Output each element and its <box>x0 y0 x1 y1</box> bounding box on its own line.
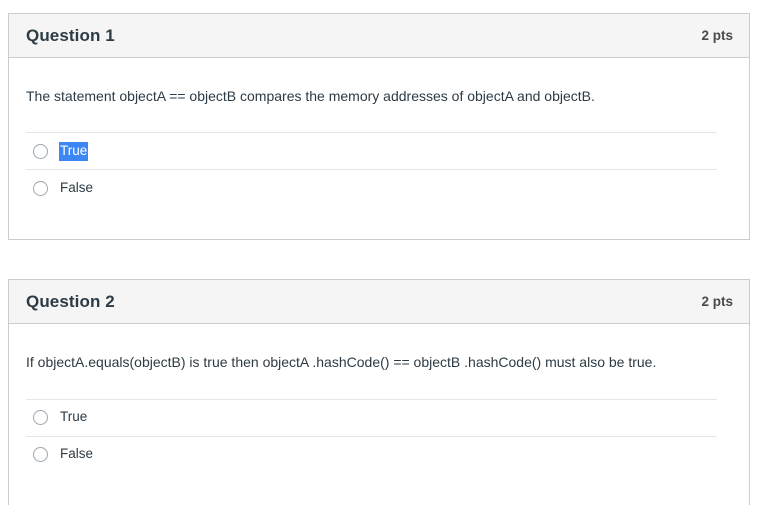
answer-label-false-2: False <box>60 446 94 462</box>
answer-label-false-1: False <box>60 180 94 196</box>
answer-option-true-2[interactable]: True <box>26 398 717 436</box>
question-header-1: Question 1 2 pts <box>9 14 749 58</box>
answer-label-true-2: True <box>60 409 88 425</box>
question-points-2: 2 pts <box>701 294 733 310</box>
answer-list-2: True False <box>9 398 737 473</box>
question-body-1: The statement objectA == objectB compare… <box>9 58 749 239</box>
question-card-1: Question 1 2 pts The statement objectA =… <box>8 13 750 241</box>
question-header-2: Question 2 2 pts <box>9 280 749 325</box>
question-body-2: If objectA.equals(objectB) is true then … <box>9 324 749 504</box>
radio-button-icon[interactable] <box>33 143 48 159</box>
answer-option-true-1[interactable]: True <box>26 132 717 169</box>
answer-option-false-1[interactable]: False <box>26 169 717 206</box>
question-text-1: The statement objectA == objectB compare… <box>26 88 595 104</box>
question-card-2: Question 2 2 pts If objectA.equals(objec… <box>8 279 750 505</box>
answer-label-true-1: True <box>59 142 89 161</box>
radio-button-icon[interactable] <box>33 180 48 196</box>
answer-option-false-2[interactable]: False <box>26 435 717 473</box>
answer-list-1: True False <box>9 132 737 206</box>
question-body-spacer-1 <box>9 206 737 239</box>
question-title-1: Question 1 <box>26 25 115 45</box>
question-text-2: If objectA.equals(objectB) is true then … <box>26 354 657 371</box>
question-title-2: Question 2 <box>26 291 115 311</box>
radio-button-icon[interactable] <box>33 410 48 426</box>
radio-button-icon[interactable] <box>33 447 48 463</box>
question-points-1: 2 pts <box>701 28 733 43</box>
question-body-spacer-2 <box>9 473 737 505</box>
